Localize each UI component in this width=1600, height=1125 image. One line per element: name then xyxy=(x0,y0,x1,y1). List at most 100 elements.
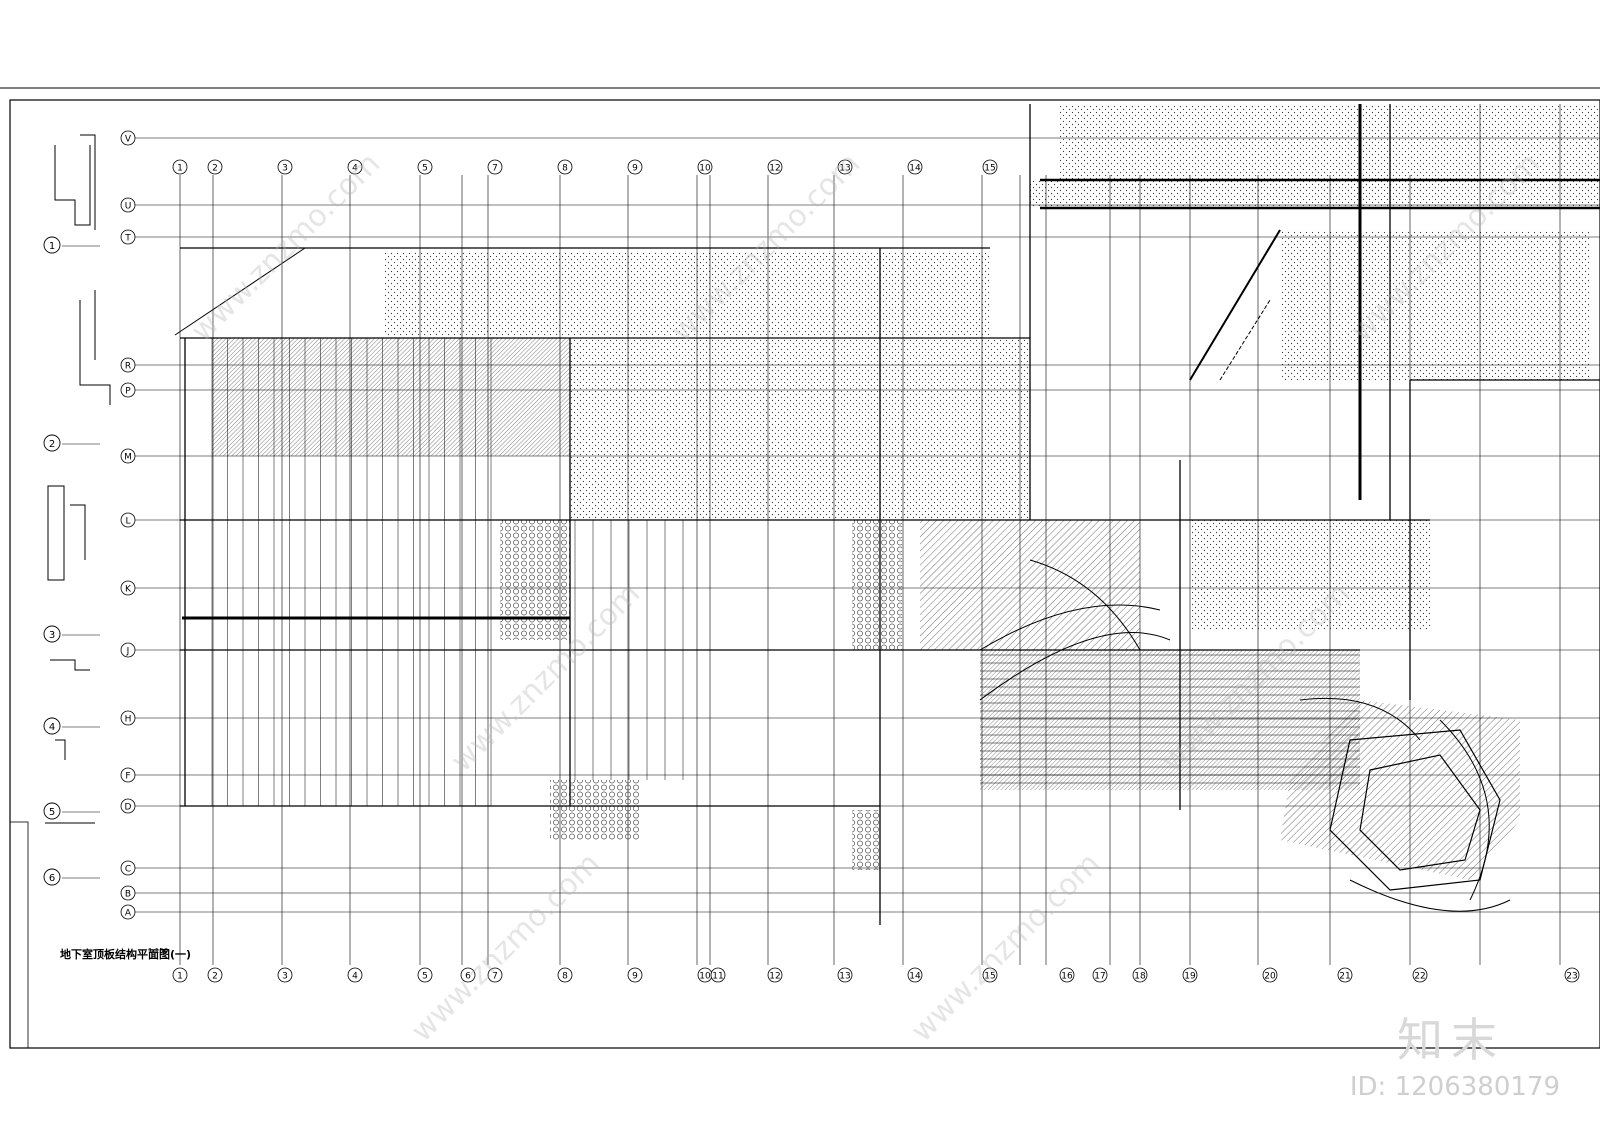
svg-text:13: 13 xyxy=(839,164,850,174)
column-axis-bubble: 21 xyxy=(1337,967,1353,983)
svg-text:4: 4 xyxy=(49,722,55,733)
svg-text:12: 12 xyxy=(769,164,780,174)
column-axis-bubble: 5 xyxy=(417,159,433,175)
column-axis-bubble: 23 xyxy=(1564,967,1580,983)
slab-ribs xyxy=(211,338,1360,806)
detail-bubble: 1 xyxy=(43,236,100,254)
svg-text:14: 14 xyxy=(909,972,921,982)
detail-bubble: 3 xyxy=(43,625,100,643)
svg-text:14: 14 xyxy=(909,164,921,174)
plan-title: 地下室顶板结构平面图(一) xyxy=(60,948,192,961)
svg-text:19: 19 xyxy=(1184,972,1196,982)
svg-text:K: K xyxy=(125,585,132,595)
svg-text:2: 2 xyxy=(212,164,218,174)
column-axis-bubble: 7 xyxy=(487,967,503,983)
svg-text:2: 2 xyxy=(49,439,55,450)
svg-text:1: 1 xyxy=(177,972,183,982)
svg-text:15: 15 xyxy=(984,164,995,174)
detail-bubble: 4 xyxy=(43,717,100,735)
svg-text:C: C xyxy=(125,865,131,875)
column-axis-bubble: 18 xyxy=(1132,967,1148,983)
svg-text:13: 13 xyxy=(839,972,850,982)
column-axis-bubble: 11 xyxy=(710,967,726,983)
svg-text:23: 23 xyxy=(1566,972,1577,982)
svg-text:5: 5 xyxy=(49,807,55,818)
column-axis-bubble: 2 xyxy=(207,967,223,983)
row-axis-bubble: R xyxy=(120,357,136,373)
row-axis-bubble: D xyxy=(120,798,136,814)
svg-text:17: 17 xyxy=(1094,972,1105,982)
column-axis-bubble: 13 xyxy=(837,967,853,983)
row-axis-bubble: J xyxy=(120,642,136,658)
detail-bubble: 2 xyxy=(43,434,100,452)
svg-text:4: 4 xyxy=(352,972,358,982)
svg-text:P: P xyxy=(125,387,131,397)
svg-text:J: J xyxy=(126,647,130,657)
svg-text:9: 9 xyxy=(632,164,638,174)
svg-text:11: 11 xyxy=(712,972,723,982)
column-axis-bubble: 10 xyxy=(697,159,713,175)
beam-lines xyxy=(180,104,1600,925)
svg-text:3: 3 xyxy=(49,630,55,641)
svg-text:L: L xyxy=(125,517,130,527)
column-axis-bubble: 16 xyxy=(1059,967,1075,983)
svg-text:3: 3 xyxy=(282,972,288,982)
column-axis-bubble: 1 xyxy=(172,159,188,175)
row-axis-bubble: A xyxy=(120,904,136,920)
column-axis-bubble: 3 xyxy=(277,159,293,175)
column-axis-bubble: 15 xyxy=(982,159,998,175)
svg-text:12: 12 xyxy=(769,972,780,982)
column-axis-bubble: 19 xyxy=(1182,967,1198,983)
svg-text:21: 21 xyxy=(1339,972,1350,982)
curved-beams xyxy=(174,229,1511,912)
svg-text:D: D xyxy=(125,803,132,813)
column-axis-bubble: 13 xyxy=(837,159,853,175)
image-id-watermark: ID: 1206380179 xyxy=(1349,1072,1560,1102)
svg-text:9: 9 xyxy=(632,972,638,982)
svg-text:B: B xyxy=(125,890,131,900)
svg-text:1: 1 xyxy=(177,164,183,174)
svg-text:2: 2 xyxy=(212,972,218,982)
svg-text:8: 8 xyxy=(562,164,568,174)
column-axis-bubble: 5 xyxy=(417,967,433,983)
svg-text:16: 16 xyxy=(1061,972,1073,982)
brand-watermark: 知末 xyxy=(1397,1013,1505,1067)
irregular-slab-outline xyxy=(1329,729,1501,891)
column-axis-bubble: 20 xyxy=(1262,967,1278,983)
column-axis-bubble: 14 xyxy=(907,159,923,175)
column-axis-bubble: 8 xyxy=(557,159,573,175)
row-axis-bubble: K xyxy=(120,580,136,596)
column-axis-bubble: 17 xyxy=(1092,967,1108,983)
svg-text:3: 3 xyxy=(282,164,288,174)
row-axis-bubble: C xyxy=(120,860,136,876)
column-axis-bubble: 9 xyxy=(627,967,643,983)
svg-text:V: V xyxy=(125,135,132,145)
row-axis-bubble: L xyxy=(120,512,136,528)
svg-text:U: U xyxy=(125,202,132,212)
svg-text:H: H xyxy=(125,715,132,725)
row-axis-bubble: B xyxy=(120,885,136,901)
svg-text:5: 5 xyxy=(422,972,428,982)
svg-text:7: 7 xyxy=(492,972,498,982)
vertical-grid-lines xyxy=(179,104,1561,965)
section-details xyxy=(45,134,111,824)
svg-text:15: 15 xyxy=(984,972,995,982)
column-axis-bubble: 8 xyxy=(557,967,573,983)
svg-text:18: 18 xyxy=(1134,972,1146,982)
row-axis-bubble: V xyxy=(120,130,136,146)
column-axis-bubble: 9 xyxy=(627,159,643,175)
svg-text:A: A xyxy=(125,909,132,919)
column-axis-bubble: 4 xyxy=(347,159,363,175)
svg-text:T: T xyxy=(124,234,131,244)
row-axis-bubble: M xyxy=(120,448,136,464)
column-axis-bubble: 15 xyxy=(982,967,998,983)
column-axis-bubble: 14 xyxy=(907,967,923,983)
column-axis-bubble: 6 xyxy=(460,967,476,983)
row-axis-bubble: F xyxy=(120,767,136,783)
svg-text:M: M xyxy=(124,453,132,463)
row-axis-bubble: H xyxy=(120,710,136,726)
svg-text:10: 10 xyxy=(699,164,711,174)
